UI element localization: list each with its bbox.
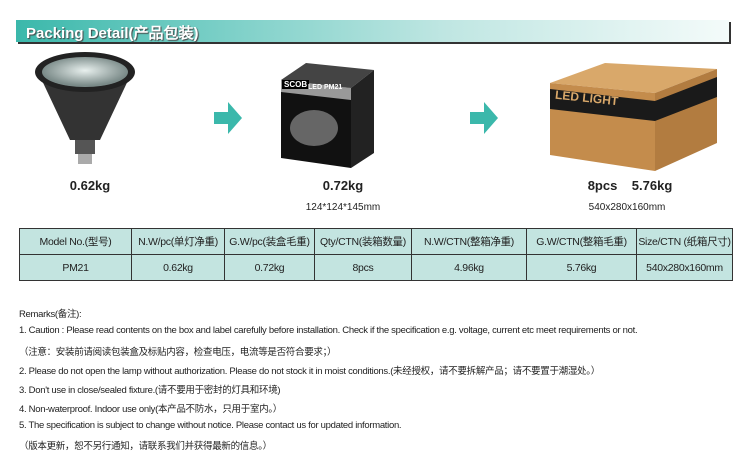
carton-image: LED LIGHT <box>545 55 720 173</box>
cell: 4.96kg <box>411 254 527 281</box>
box-brand: SCOB <box>282 80 310 89</box>
header-cell: Qty/CTN(装箱数量) <box>314 228 412 255</box>
packing-table: Model No.(型号) N.W/pc(单灯净重) G.W/pc(装盒毛重) … <box>19 228 733 281</box>
remark-line: 2. Please do not open the lamp without a… <box>19 366 600 377</box>
cell: 0.72kg <box>224 254 315 281</box>
header-cell: N.W/CTN(整箱净重) <box>411 228 527 255</box>
cell: 540x280x160mm <box>636 254 733 281</box>
header-cell: N.W/pc(单灯净重) <box>131 228 225 255</box>
header-cell: G.W/CTN(整箱毛重) <box>526 228 637 255</box>
carton-size: 540x280x160mm <box>588 202 666 213</box>
section-title: Packing Detail(产品包装) <box>26 25 199 42</box>
gift-box-image: SCOB LED PM21 <box>276 58 376 170</box>
cell: 5.76kg <box>526 254 637 281</box>
remark-line: （版本更新，恕不另行通知，请联系我们并获得最新的信息。） <box>19 441 272 452</box>
lamp-weight: 0.62kg <box>69 178 111 193</box>
header-cell: Size/CTN (纸箱尺寸) <box>636 228 733 255</box>
carton-weight: 5.76kg <box>631 178 673 193</box>
remark-line: 1. Caution : Please read contents on the… <box>19 325 638 336</box>
arrow-right-icon <box>214 102 242 134</box>
cell: 8pcs <box>314 254 412 281</box>
header-cell: G.W/pc(装盒毛重) <box>224 228 315 255</box>
remark-line: 5. The specification is subject to chang… <box>19 420 402 431</box>
cell: 0.62kg <box>131 254 225 281</box>
remark-line: 3. Don't use in close/sealed fixture.(请不… <box>19 385 281 396</box>
remark-line: 4. Non-waterproof. Indoor use only(本产品不防… <box>19 404 282 415</box>
arrow-right-icon <box>470 102 498 134</box>
carton-qty: 8pcs <box>587 178 618 193</box>
lamp-image <box>35 52 135 164</box>
remark-line: （注意：安装前请阅读包装盒及标贴内容，检查电压，电流等是否符合要求；） <box>19 347 337 358</box>
header-cell: Model No.(型号) <box>19 228 132 255</box>
table-header-row: Model No.(型号) N.W/pc(单灯净重) G.W/pc(装盒毛重) … <box>19 228 733 255</box>
cell: PM21 <box>19 254 132 281</box>
box-weight: 0.72kg <box>322 178 364 193</box>
section-header: Packing Detail(产品包装) <box>16 20 729 42</box>
remarks-title: Remarks(备注): <box>19 309 82 320</box>
box-model: LED PM21 <box>308 84 343 91</box>
table-row: PM21 0.62kg 0.72kg 8pcs 4.96kg 5.76kg 54… <box>19 254 733 281</box>
box-size: 124*124*145mm <box>305 202 381 213</box>
